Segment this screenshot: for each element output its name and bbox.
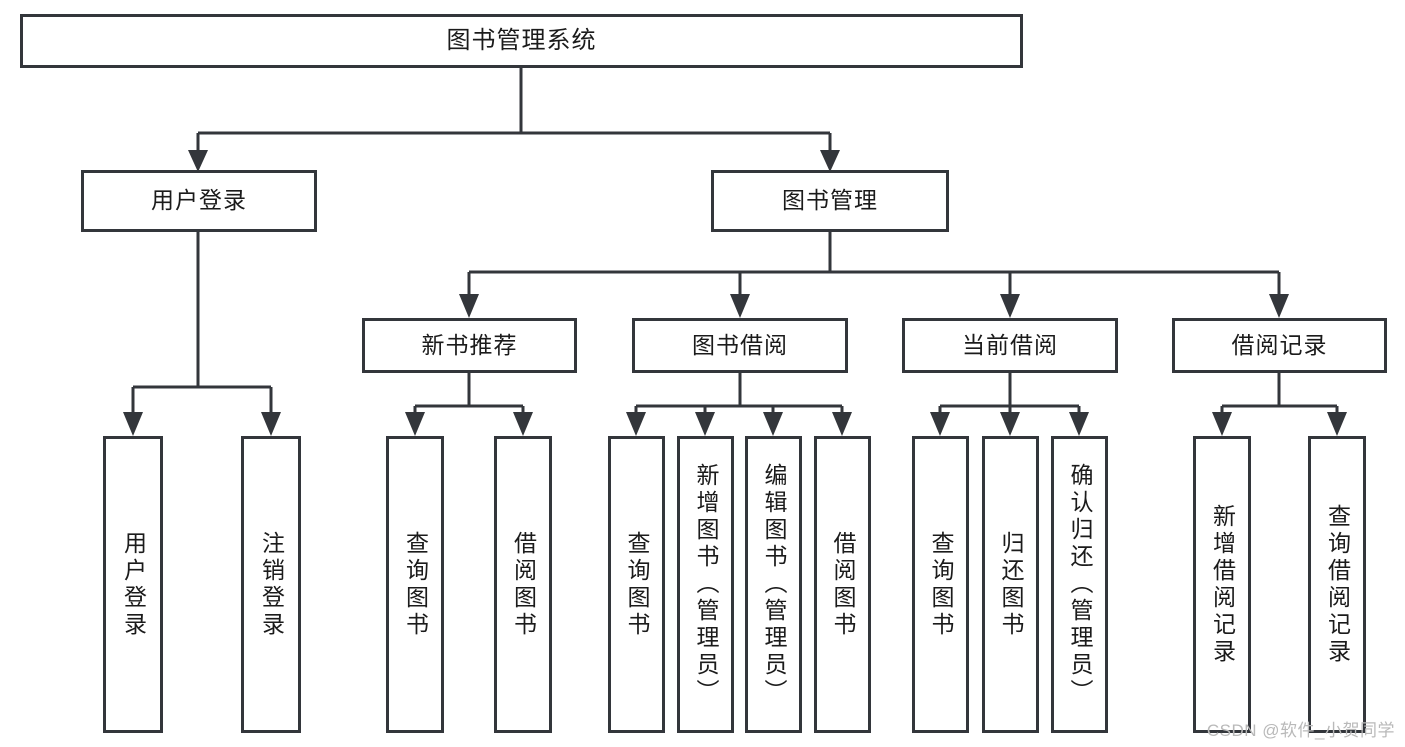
connector-borrow-record-to-leaves [1212,373,1347,436]
node-book-borrow-label: 图书借阅 [692,331,788,358]
connector-root-to-level1 [188,68,840,172]
node-current-borrow-label: 当前借阅 [962,331,1058,358]
node-leaf-query-book-3[interactable]: 查询图书 [912,436,969,733]
connector-book-borrow-to-leaves [626,373,852,436]
node-leaf-add-book-label: 新增图书（管理员） [693,463,719,706]
node-leaf-query-book-3-label: 查询图书 [928,530,954,639]
node-leaf-return-book[interactable]: 归还图书 [982,436,1039,733]
node-leaf-return-book-label: 归还图书 [998,530,1024,639]
node-leaf-borrow-book-1-label: 借阅图书 [510,530,537,639]
node-leaf-add-record-label: 新增借阅记录 [1209,503,1236,666]
node-user-login[interactable]: 用户登录 [81,170,317,232]
node-book-manage[interactable]: 图书管理 [711,170,949,232]
node-leaf-query-book-2-label: 查询图书 [624,530,650,639]
node-new-book-rec-label: 新书推荐 [421,331,518,358]
node-book-manage-label: 图书管理 [782,187,878,214]
node-book-borrow[interactable]: 图书借阅 [632,318,848,373]
node-leaf-borrow-book-1[interactable]: 借阅图书 [494,436,552,733]
csdn-watermark: CSDN @软件_小贺同学 [1206,721,1395,740]
node-leaf-user-login[interactable]: 用户登录 [103,436,163,733]
node-root[interactable]: 图书管理系统 [20,14,1023,68]
node-borrow-record-label: 借阅记录 [1231,331,1328,358]
node-leaf-borrow-book-2[interactable]: 借阅图书 [814,436,871,733]
node-leaf-query-record-label: 查询借阅记录 [1324,503,1351,666]
node-leaf-edit-book-label: 编辑图书（管理员） [761,463,787,706]
node-leaf-edit-book[interactable]: 编辑图书（管理员） [745,436,802,733]
node-leaf-borrow-book-2-label: 借阅图书 [830,530,856,639]
node-leaf-query-book-1-label: 查询图书 [402,530,429,639]
node-new-book-rec[interactable]: 新书推荐 [362,318,577,373]
node-leaf-confirm-return[interactable]: 确认归还（管理员） [1051,436,1108,733]
node-leaf-add-book[interactable]: 新增图书（管理员） [677,436,734,733]
node-leaf-logout[interactable]: 注销登录 [241,436,301,733]
node-user-login-label: 用户登录 [151,187,247,214]
connector-new-book-rec-to-leaves [405,373,533,436]
node-leaf-query-book-1[interactable]: 查询图书 [386,436,444,733]
node-leaf-user-login-label: 用户登录 [120,530,147,639]
connector-current-borrow-to-leaves [930,373,1089,436]
node-leaf-confirm-return-label: 确认归还（管理员） [1067,463,1093,706]
node-root-label: 图书管理系统 [446,26,597,54]
node-leaf-query-book-2[interactable]: 查询图书 [608,436,665,733]
connector-user-login-to-leaves [123,232,281,436]
node-borrow-record[interactable]: 借阅记录 [1172,318,1387,373]
connector-book-manage-to-level2 [459,232,1289,318]
node-leaf-logout-label: 注销登录 [258,530,285,639]
node-current-borrow[interactable]: 当前借阅 [902,318,1118,373]
node-leaf-query-record[interactable]: 查询借阅记录 [1308,436,1366,733]
node-leaf-add-record[interactable]: 新增借阅记录 [1193,436,1251,733]
